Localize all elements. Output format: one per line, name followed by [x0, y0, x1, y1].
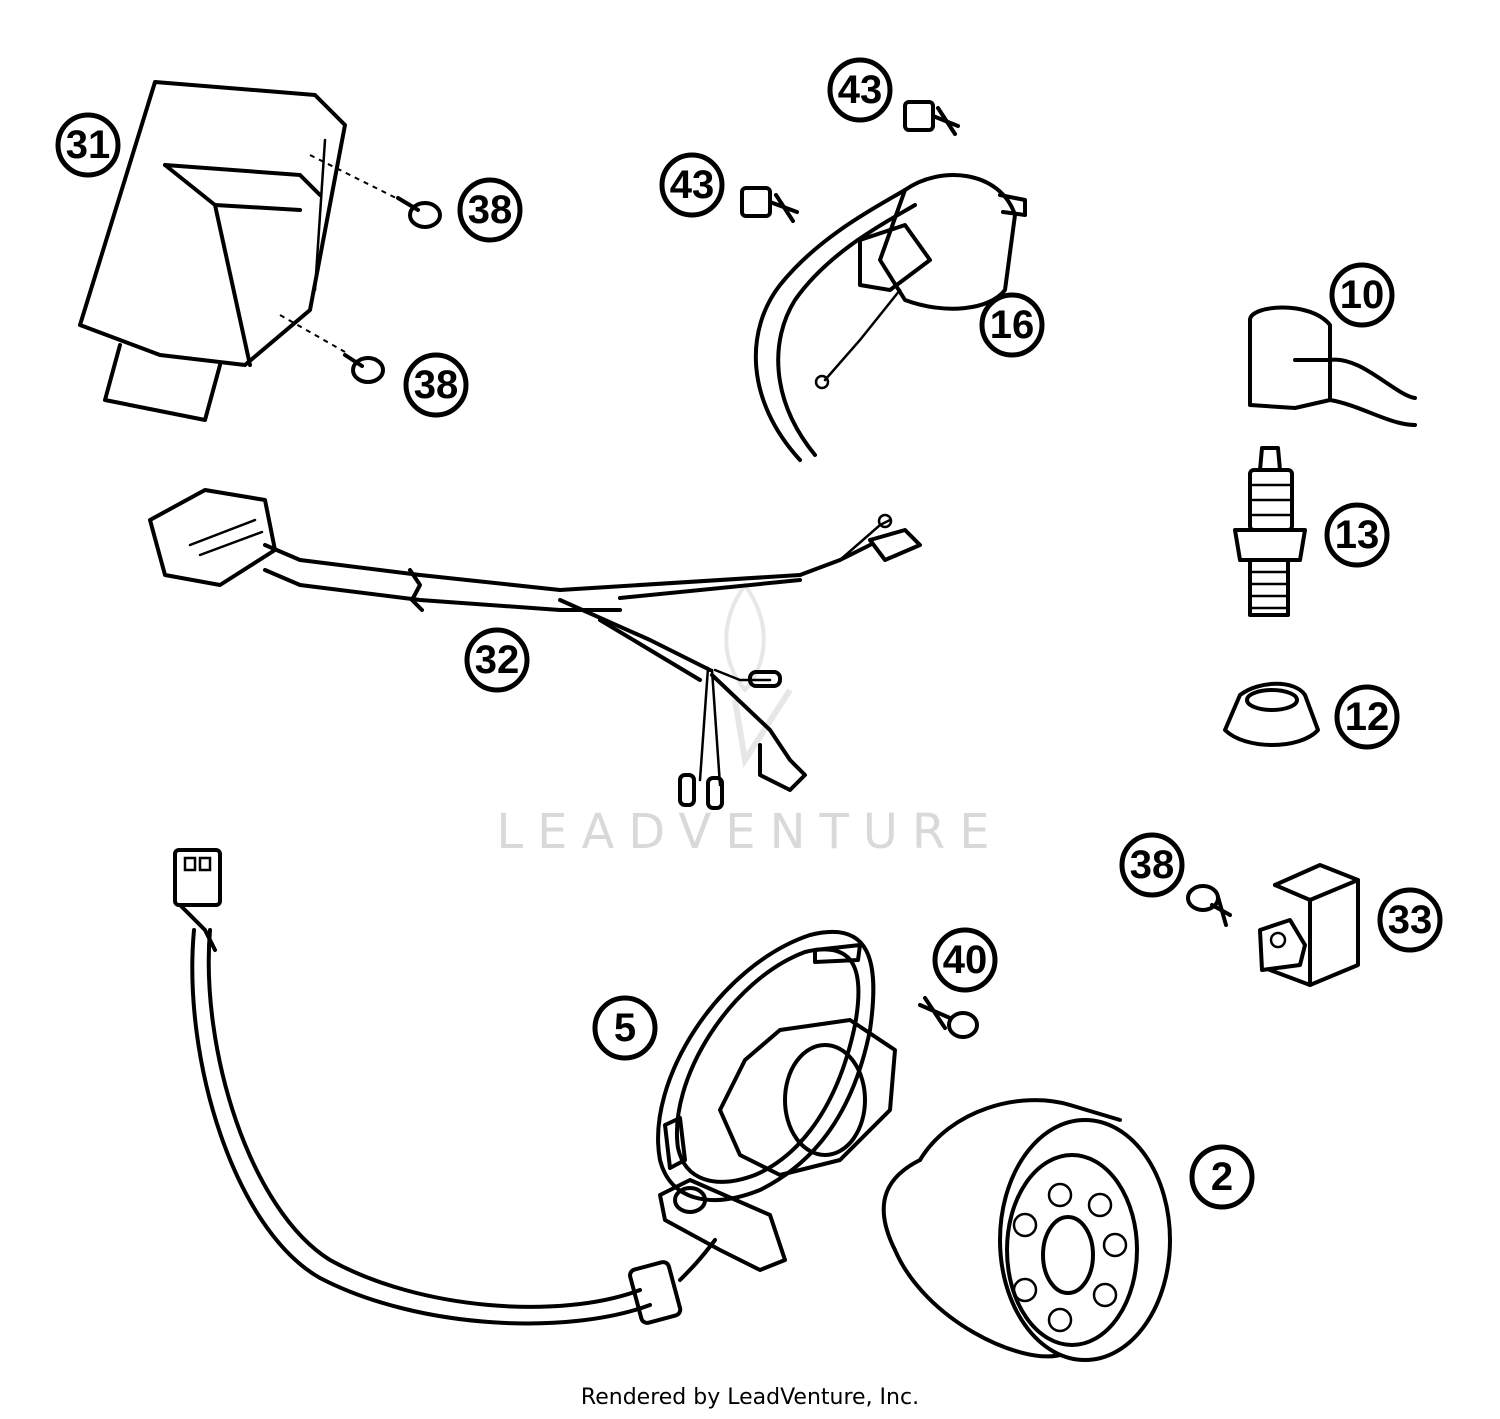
svg-text:12: 12: [1345, 695, 1390, 739]
part-2-flywheel[interactable]: [881, 1098, 1172, 1362]
screw-43-upper[interactable]: [903, 100, 960, 136]
callout-13: 13: [1324, 502, 1390, 568]
svg-text:10: 10: [1340, 273, 1385, 317]
part-12-grommet[interactable]: [1223, 681, 1320, 747]
svg-text:38: 38: [414, 363, 459, 407]
callout-2: 2: [1189, 1144, 1255, 1210]
callout-33: 33: [1377, 887, 1443, 953]
svg-text:2: 2: [1211, 1155, 1233, 1199]
part-33-regulator[interactable]: [1258, 863, 1360, 987]
svg-text:40: 40: [943, 938, 988, 982]
part-10-spark-plug-cap[interactable]: [1248, 305, 1417, 427]
screw-43-lower[interactable]: [740, 186, 799, 223]
callout-10: 10: [1329, 262, 1395, 328]
watermark-text: LEADVENTURE: [496, 804, 1003, 860]
screw-38-upper[interactable]: [396, 196, 442, 229]
callout-32: 32: [464, 627, 530, 693]
callout-31: 31: [55, 112, 121, 178]
callout-38-lower: 38: [403, 352, 469, 418]
callout-43-lower: 43: [659, 152, 725, 218]
flame-logo-icon: [724, 581, 793, 769]
callout-12: 12: [1334, 684, 1400, 750]
part-32-wiring-harness[interactable]: [148, 488, 922, 810]
callout-40: 40: [932, 927, 998, 993]
svg-text:16: 16: [990, 303, 1035, 347]
callout-5: 5: [592, 995, 658, 1061]
svg-text:31: 31: [66, 123, 111, 167]
leader-line: [279, 314, 346, 353]
callout-38-regulator: 38: [1119, 832, 1185, 898]
part-13-spark-plug[interactable]: [1233, 446, 1307, 617]
watermark: LEADVENTURE: [496, 581, 1003, 860]
callout-43-upper: 43: [827, 57, 893, 123]
leader-line: [309, 154, 401, 201]
screw-40[interactable]: [918, 996, 979, 1039]
svg-text:32: 32: [475, 638, 520, 682]
part-16-ignition-coil[interactable]: [753, 173, 1027, 462]
part-5-stator[interactable]: [173, 848, 897, 1326]
svg-text:33: 33: [1388, 898, 1433, 942]
callout-38-upper: 38: [457, 177, 523, 243]
svg-text:13: 13: [1335, 513, 1380, 557]
svg-text:43: 43: [838, 68, 883, 112]
screw-38-lower[interactable]: [343, 353, 385, 384]
part-31-cdi-unit[interactable]: [78, 80, 347, 422]
screw-38-regulator[interactable]: [1186, 884, 1232, 927]
svg-text:43: 43: [670, 163, 715, 207]
svg-text:38: 38: [1130, 843, 1175, 887]
footer-credit: Rendered by LeadVenture, Inc.: [580, 1385, 920, 1410]
svg-text:5: 5: [614, 1006, 636, 1050]
callout-16: 16: [979, 292, 1045, 358]
svg-text:38: 38: [468, 188, 513, 232]
